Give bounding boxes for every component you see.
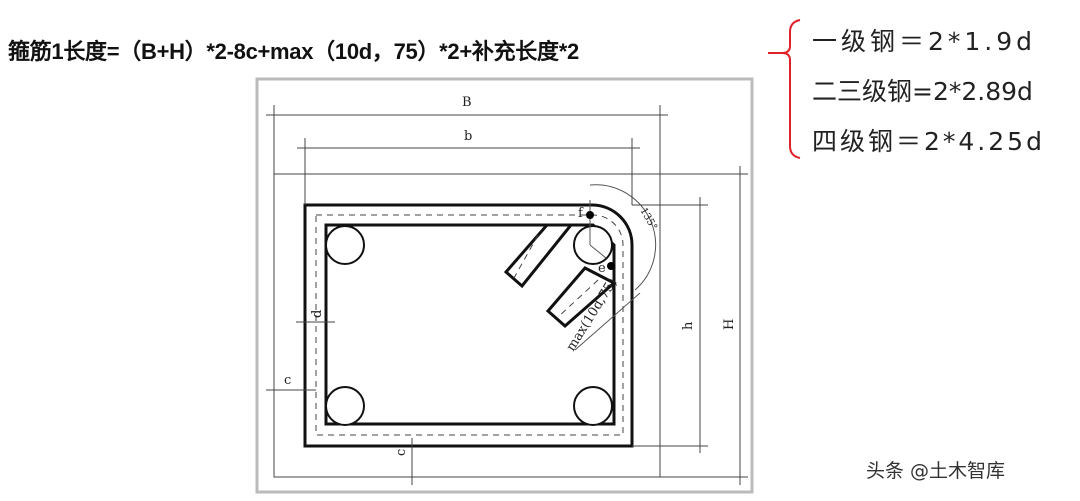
label-d: d — [310, 310, 325, 318]
grade-4-steel: 四级钢＝2*4.25d — [812, 127, 1045, 156]
label-h: h — [681, 321, 696, 330]
hook-inner — [503, 223, 575, 289]
label-c-left: c — [284, 373, 291, 388]
label-e: e — [598, 261, 606, 276]
watermark: 头条 @土木智库 — [866, 460, 1006, 482]
point-f — [586, 211, 594, 219]
label-B: B — [462, 95, 472, 110]
label-c-bottom: c — [394, 449, 409, 456]
drawing-panel — [255, 77, 754, 494]
stirrup-length-formula: 箍筋1长度=（B+H）*2-8c+max（10d，75）*2+补充长度*2 — [8, 39, 579, 64]
concrete-section-outline — [273, 173, 661, 478]
rebar-top-right — [573, 225, 613, 265]
grade-1-steel: 一级钢＝2*1.9d — [812, 27, 1037, 56]
label-H: H — [722, 319, 737, 330]
stirrup-outer — [303, 203, 634, 448]
grade-2-3-steel: 二三级钢=2*2.89d — [812, 77, 1033, 106]
label-b: b — [464, 129, 472, 144]
brace-icon — [781, 19, 801, 159]
stirrup-centerline — [315, 214, 624, 436]
dimension-B — [266, 105, 668, 174]
point-e — [607, 262, 615, 270]
rebar-top-left — [325, 225, 365, 265]
dimension-h — [632, 197, 708, 453]
angle-arc — [589, 184, 657, 291]
rebar-bottom-left — [325, 386, 365, 426]
rebar-bottom-right — [573, 386, 613, 426]
label-f: f — [578, 206, 584, 221]
dimension-b — [297, 138, 640, 205]
dimension-H — [660, 166, 748, 485]
